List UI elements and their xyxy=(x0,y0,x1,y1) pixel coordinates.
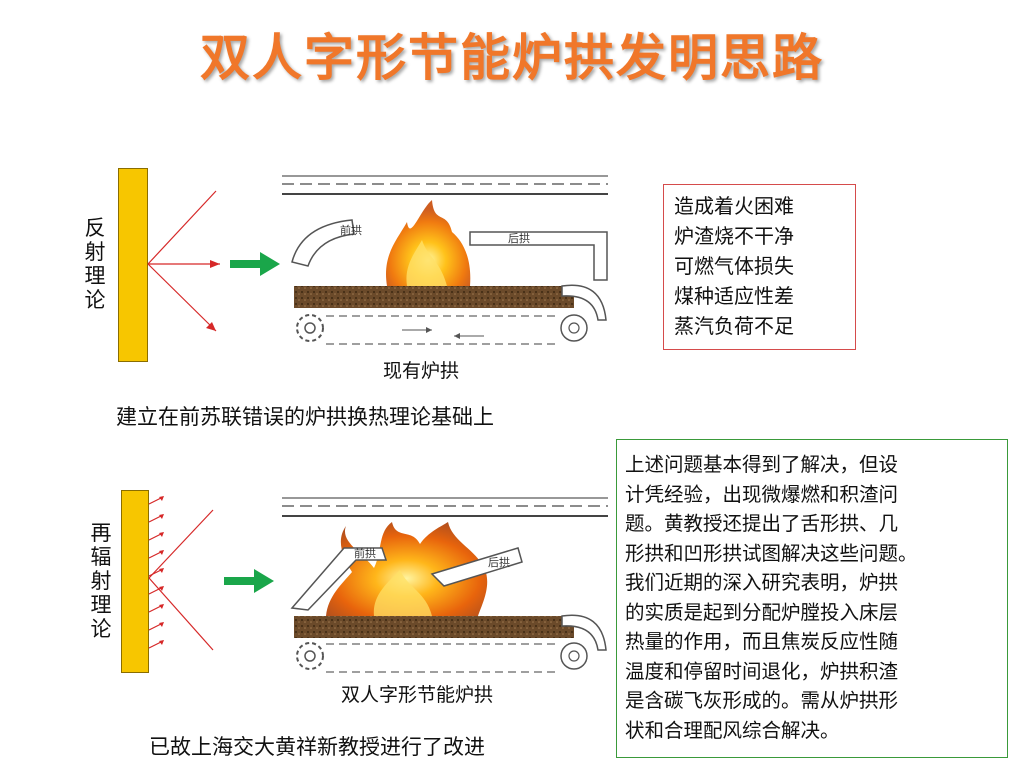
problem-item: 炉渣烧不干净 xyxy=(674,224,794,248)
explanation-line: 题。黄教授还提出了舌形拱、几 xyxy=(625,512,899,535)
explanation-line: 温度和停留时间退化，炉拱积渣 xyxy=(625,659,899,683)
explanation-line: 的实质是起到分配炉膛投入床层 xyxy=(625,600,899,624)
reradiation-plate xyxy=(121,490,149,673)
explanation-line: 是含碳飞灰形成的。需从炉拱形 xyxy=(625,689,899,712)
problems-box: 造成着火困难 炉渣烧不干净 可燃气体损失 煤种适应性差 蒸汽负荷不足 xyxy=(663,184,856,350)
front-arch-label: 前拱 xyxy=(340,223,362,237)
problem-item: 造成着火困难 xyxy=(674,194,794,218)
existing-arch-caption: 现有炉拱 xyxy=(383,360,460,382)
explanation-line: 热量的作用，而且焦炭反应性随 xyxy=(625,630,899,653)
theory-statement: 建立在前苏联错误的炉拱换热理论基础上 xyxy=(116,405,494,429)
rear-arch-label: 后拱 xyxy=(508,231,530,245)
problem-item: 可燃气体损失 xyxy=(674,254,794,278)
side-label-text: 再辐射理论 xyxy=(90,521,112,641)
problem-item: 煤种适应性差 xyxy=(674,284,794,308)
reflection-rays xyxy=(147,190,220,332)
explanation-box: 上述问题基本得到了解决，但设 计凭经验，出现微爆燃和积渣问 题。黄教授还提出了舌… xyxy=(616,439,1008,758)
rear-arch-label: 后拱 xyxy=(488,555,510,569)
green-arrow-icon xyxy=(224,569,274,593)
double-herringbone-arch-diagram: 前拱 后拱 xyxy=(282,497,608,673)
explanation-line: 形拱和凹形拱试图解决这些问题。 xyxy=(625,541,918,565)
explanation-line: 计凭经验，出现微爆燃和积渣问 xyxy=(625,482,899,506)
side-label-text: 反射理论 xyxy=(84,216,106,312)
explanation-line: 我们近期的深入研究表明，炉拱 xyxy=(625,571,899,594)
explanation-line: 上述问题基本得到了解决，但设 xyxy=(625,453,899,476)
reflection-theory-label: 反射理论 xyxy=(83,216,107,312)
double-arch-caption: 双人字形节能炉拱 xyxy=(341,684,494,706)
reflector-plate xyxy=(118,168,148,362)
reradiation-theory-label: 再辐射理论 xyxy=(89,521,113,641)
green-arrow-icon xyxy=(230,252,280,276)
page-title: 双人字形节能炉拱发明思路 xyxy=(200,29,824,87)
problem-item: 蒸汽负荷不足 xyxy=(674,314,794,338)
reradiation-rays xyxy=(148,496,214,651)
front-arch-label: 前拱 xyxy=(354,546,376,560)
explanation-line: 状和合理配风综合解决。 xyxy=(625,718,840,742)
improvement-statement: 已故上海交大黄祥新教授进行了改进 xyxy=(149,735,485,759)
existing-arch-diagram: 前拱 后拱 xyxy=(282,175,608,345)
